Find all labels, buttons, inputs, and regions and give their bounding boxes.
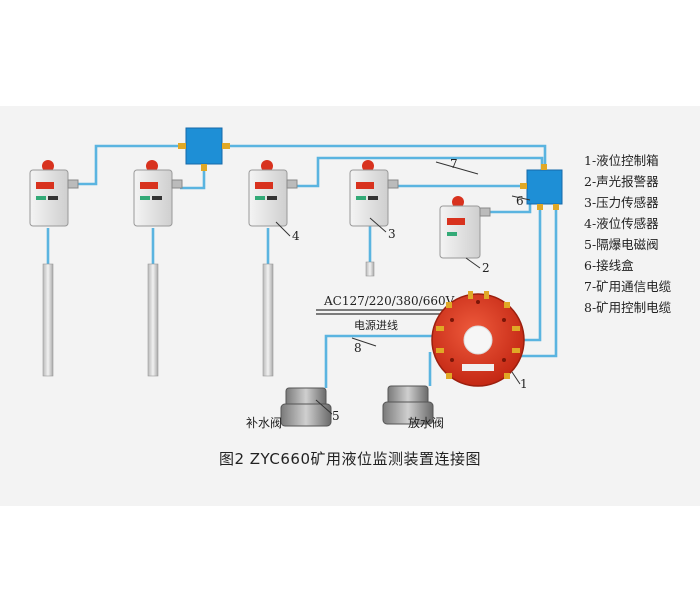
legend-item: 4-液位传感器: [584, 216, 659, 231]
callout-8: 8: [354, 341, 362, 355]
sensor-head-4: [248, 160, 298, 227]
legend-item: 6-接线盒: [584, 258, 634, 273]
cable-7: [290, 156, 544, 188]
cable-top-trunk-right: [222, 144, 547, 170]
cables: [46, 144, 558, 388]
pressure-sensor-probe: [365, 261, 375, 277]
liquid-level-controller: [431, 291, 525, 387]
callout-7: 7: [450, 157, 458, 171]
junction-box-main: [178, 127, 230, 171]
audible-visual-alarm: [439, 196, 491, 259]
power-label: AC127/220/380/660V: [323, 294, 455, 308]
cable-box6-to-controller-2: [520, 204, 558, 358]
legend-item: 7-矿用通信电缆: [584, 279, 672, 294]
power-sub-label: 电源进线: [354, 318, 398, 332]
legend-item: 3-压力传感器: [584, 195, 659, 210]
drain-valve-label: 放水阀: [408, 415, 444, 430]
legend-item: 8-矿用控制电缆: [584, 300, 672, 315]
callout-leaders: [275, 161, 531, 415]
callout-2: 2: [482, 261, 490, 275]
callout-1: 1: [520, 377, 528, 391]
cable-box6-to-controller: [520, 204, 542, 342]
legend: 1-液位控制箱 2-声光报警器 3-压力传感器 4-液位传感器 5-隔爆电磁阀 …: [584, 150, 696, 318]
cable-box6-to-alarm: [490, 197, 532, 214]
callout-numbers: 4 3 2 6 7 8 1 5: [292, 157, 528, 423]
fill-valve: 补水阀: [246, 387, 332, 430]
cable-box1-to-detector2: [180, 164, 206, 190]
legend-item: 1-液位控制箱: [584, 153, 659, 168]
drain-valve: 放水阀: [382, 385, 444, 430]
legend-item: 2-声光报警器: [584, 174, 659, 189]
liquid-level-rods: [42, 263, 274, 377]
power-line: AC127/220/380/660V 电源进线: [316, 294, 455, 332]
sensor-head-3: [349, 160, 399, 227]
cable-top-trunk: [70, 144, 186, 186]
sensor-head-1: [29, 160, 79, 227]
callout-5: 5: [332, 409, 340, 423]
sensor-head-2: [133, 160, 183, 227]
junction-box-6: [520, 164, 563, 210]
callout-3: 3: [388, 227, 396, 241]
fill-valve-label: 补水阀: [246, 416, 282, 430]
callout-6: 6: [516, 194, 524, 208]
legend-item: 5-隔爆电磁阀: [584, 237, 659, 252]
cable-8: [324, 334, 442, 388]
figure-caption: 图2 ZYC660矿用液位监测装置连接图: [218, 450, 482, 468]
callout-4: 4: [292, 229, 300, 243]
